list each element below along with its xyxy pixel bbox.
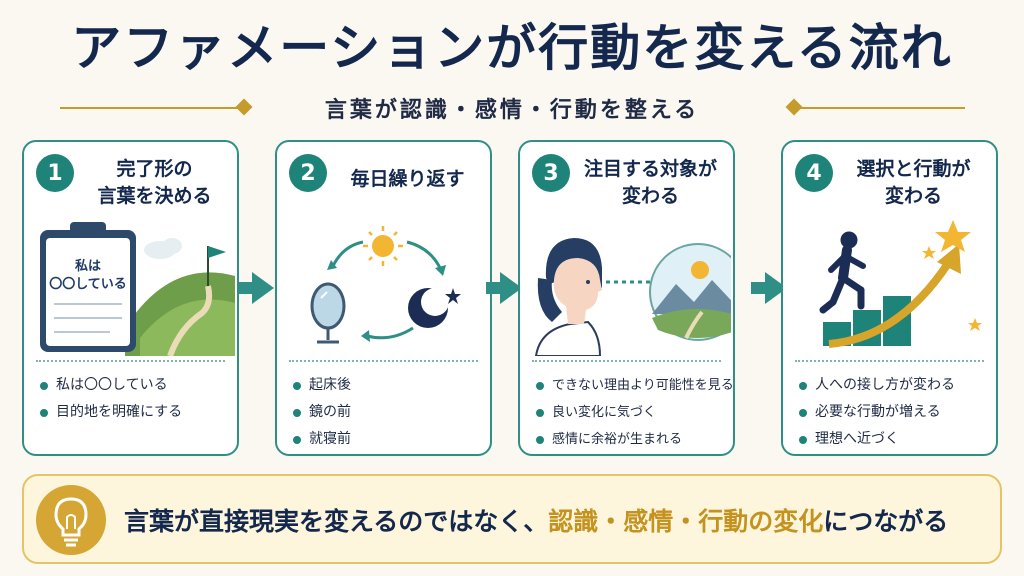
card-divider [36,360,225,362]
step-title-3: 注目する対象が 変わる [576,156,725,210]
list-item: 理想へ近づく [797,426,990,453]
step-number-1: 1 [36,154,74,192]
list-item: 人への接し方が変わる [797,372,990,399]
list-item: 良い変化に気づく [534,399,727,426]
moon-icon [408,288,461,328]
card-divider [532,360,721,362]
flow-arrow-icon [486,272,522,304]
step-title-4: 選択と行動が 変わる [839,156,988,210]
step-bullets-2: 起床後 鏡の前 就寝前 [291,372,484,453]
hill-landscape [125,272,235,358]
person-climbing-icon [819,231,866,314]
step-card-1: 1 完了形の 言葉を決める [22,140,239,456]
clipboard-text-2: 〇〇している [49,276,127,292]
card-divider [289,360,478,362]
lightbulb-icon [36,485,106,555]
left-rule [60,107,240,109]
right-rule [800,107,965,109]
step-title-4-line2: 変わる [884,185,942,207]
flow-arrow-icon [238,272,274,304]
step-title-4-line1: 選択と行動が [856,158,971,180]
sun-icon [363,226,403,266]
summary-highlight: 認識・感情・行動の変化 [548,507,824,536]
step-title-2-line1: 毎日繰り返す [350,168,465,190]
step-bullets-1: 私は〇〇している 目的地を明確にする [38,372,231,426]
cloud-icon [144,238,182,259]
flag-icon [207,246,226,286]
daily-cycle-illustration [283,218,488,356]
landscape-vision-icon [649,243,747,341]
clipboard-icon: 私は 〇〇している [40,222,136,352]
step-bullets-4: 人への接し方が変わる 必要な行動が増える 理想へ近づく [797,372,990,453]
step-number-3: 3 [532,154,570,192]
mirror-icon [310,282,346,344]
step-card-3: 3 注目する対象が 変わる [518,140,747,456]
page-title: アファメーションが行動を変える流れ [71,19,953,77]
summary-part1: 言葉が直接現実を変えるのではなく、 [124,507,549,536]
summary-text: 言葉が直接現実を変えるのではなく、認識・感情・行動の変化につながる [124,502,990,538]
step-number-2: 2 [289,154,327,192]
summary-box: 言葉が直接現実を変えるのではなく、認識・感情・行動の変化につながる [22,474,1002,564]
step-title-2: 毎日繰り返す [333,166,482,193]
list-item: 感情に余裕が生まれる [534,426,727,453]
step-card-2: 2 毎日繰り返す [275,140,492,456]
subtitle-banner: 言葉が認識・感情・行動を整える [0,90,1024,124]
focus-shift-illustration [526,218,747,357]
woman-profile-icon [534,238,602,357]
cycle-arrows-icon [331,240,443,340]
step-title-1-line1: 完了形の [116,158,193,180]
step-title-3-line2: 変わる [621,185,679,207]
list-item: 就寝前 [291,426,484,453]
list-item: 私は〇〇している [38,372,231,399]
list-item: 目的地を明確にする [38,399,231,426]
clipboard-landscape-illustration: 私は 〇〇している [30,218,235,358]
star-icon [922,220,982,331]
step-number-4: 4 [795,154,833,192]
clipboard-text-1: 私は [75,258,101,274]
list-item: 起床後 [291,372,484,399]
list-item: できない理由より可能性を見る [534,372,734,399]
step-bullets-3: できない理由より可能性を見る 良い変化に気づく 感情に余裕が生まれる [534,372,734,453]
card-divider [795,360,984,362]
list-item: 必要な行動が増える [797,399,990,426]
step-card-4: 4 選択と行動が 変わる [781,140,998,456]
step-title-1: 完了形の 言葉を決める [80,156,229,210]
summary-part2: につながる [823,507,949,536]
list-item: 鏡の前 [291,399,484,426]
step-title-3-line1: 注目する対象が [583,158,717,180]
growth-illustration [789,218,994,356]
growth-arrow-icon [828,244,961,348]
page-subtitle: 言葉が認識・感情・行動を整える [324,98,700,123]
step-title-1-line2: 言葉を決める [97,185,212,207]
